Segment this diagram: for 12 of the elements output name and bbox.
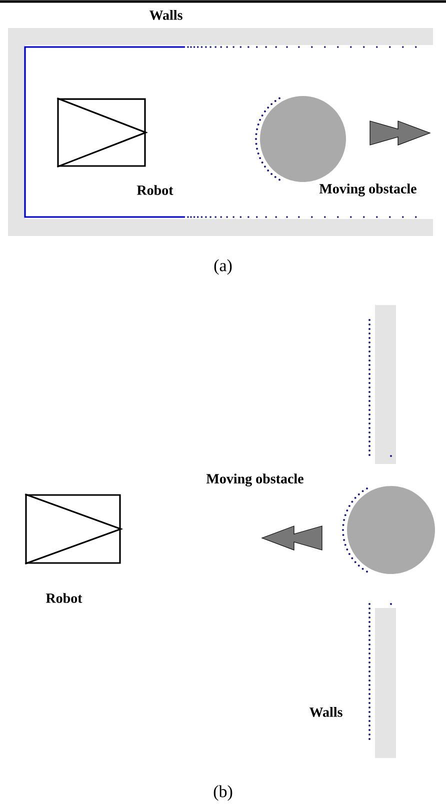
panel-label: (a) <box>214 259 232 275</box>
robot-box <box>24 493 124 565</box>
robot-box <box>56 97 148 168</box>
obstacle-circle <box>347 486 435 574</box>
object-label: Moving obstacle <box>319 184 416 196</box>
wall-label: Walls <box>149 10 182 20</box>
panel-label: (b) <box>214 785 232 801</box>
object-label: Moving obstacle <box>206 474 304 486</box>
object-label: Robot <box>136 185 174 195</box>
obstacle-circle <box>260 96 346 182</box>
wall-label: Walls <box>309 707 342 717</box>
object-label: Robot <box>46 593 82 603</box>
